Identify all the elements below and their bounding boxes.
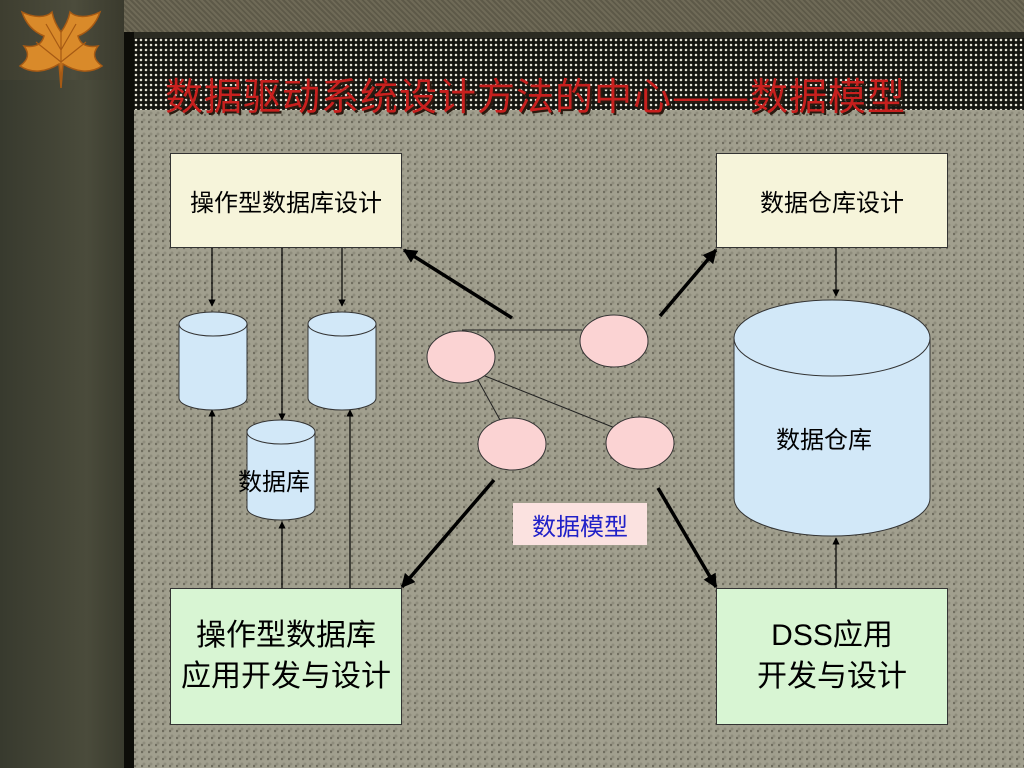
- op-app-line1: 操作型数据库: [196, 618, 376, 653]
- dw-design-box: 数据仓库设计: [716, 153, 948, 248]
- left-decor-panel: [0, 80, 124, 768]
- dw-cylinder: [733, 299, 931, 537]
- top-texture-band: [0, 0, 1024, 32]
- header-texture-band: [134, 38, 1024, 110]
- op-app-line2: 应用开发与设计: [181, 658, 391, 694]
- model-arrows: [400, 248, 718, 589]
- model-network-lines: [462, 329, 621, 431]
- dss-line2: 开发与设计: [757, 658, 907, 694]
- data-warehouse-label: 数据仓库: [776, 426, 872, 454]
- database-label: 数据库: [238, 468, 310, 496]
- connector-lines: [208, 248, 840, 588]
- op-db-design-label: 操作型数据库设计: [190, 189, 382, 217]
- model-node-4: [605, 416, 675, 470]
- op-app-box: 操作型数据库 应用开发与设计: [170, 588, 402, 725]
- dss-app-box: DSS应用 开发与设计: [716, 588, 948, 725]
- db-cylinder-right: [307, 311, 377, 411]
- model-node-3: [477, 417, 547, 471]
- dw-design-label: 数据仓库设计: [760, 189, 904, 217]
- model-nodes: [426, 314, 675, 471]
- op-db-design-box: 操作型数据库设计: [170, 153, 402, 248]
- db-cylinder-left: [178, 311, 248, 411]
- data-model-label: 数据模型: [513, 503, 647, 545]
- db-cylinder-center: [246, 419, 316, 521]
- slide-title: 数据驱动系统设计方法的中心——数据模型: [165, 75, 907, 119]
- dss-line1: DSS应用: [771, 619, 893, 652]
- model-node-2: [579, 314, 649, 368]
- model-node-1: [426, 330, 496, 384]
- left-dark-edge: [124, 32, 134, 768]
- maple-leaf-icon: [18, 10, 104, 89]
